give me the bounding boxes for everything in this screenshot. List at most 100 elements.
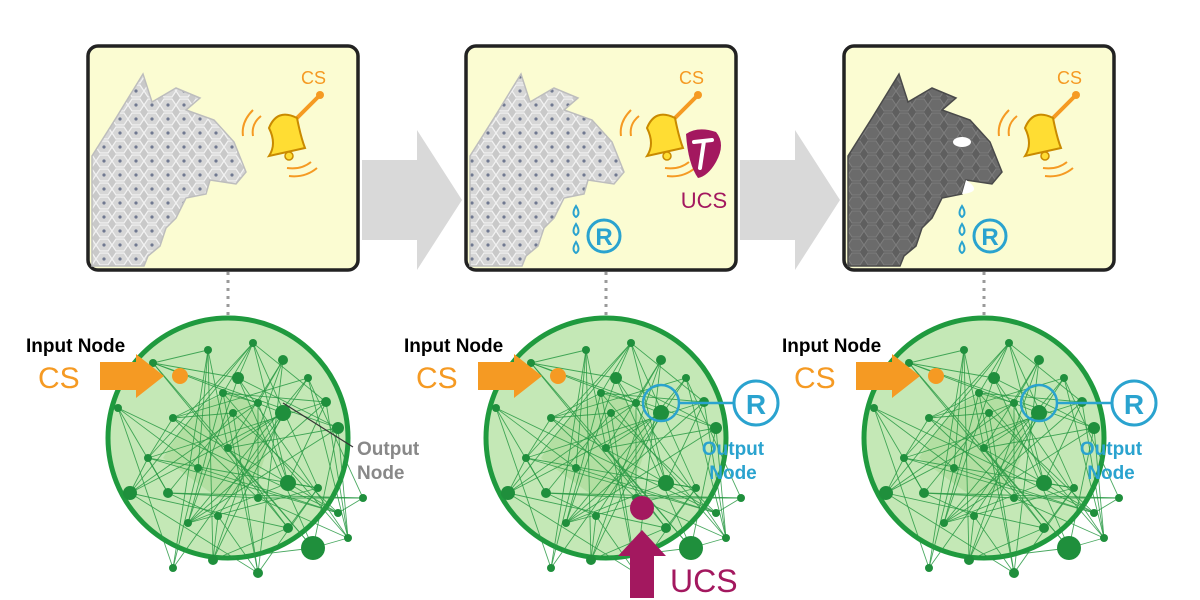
drool-drops-icon — [572, 204, 580, 255]
ucs-label: UCS — [681, 188, 727, 213]
network-node — [254, 494, 262, 502]
network-node — [722, 534, 730, 542]
network-node — [163, 488, 173, 498]
input-node — [172, 368, 188, 384]
network-node — [950, 464, 958, 472]
network-node — [988, 372, 1000, 384]
network-node — [208, 555, 218, 565]
network-node — [184, 519, 192, 527]
network-node — [169, 414, 177, 422]
network-node — [1070, 484, 1078, 492]
input-cs-label: CS — [416, 362, 458, 395]
network-node — [656, 355, 666, 365]
network-response-circle — [1110, 379, 1158, 427]
network-links — [873, 342, 1120, 574]
conditioned-dog-icon — [847, 72, 1003, 267]
network-node — [925, 564, 933, 572]
response-circle — [586, 218, 622, 254]
network-node — [344, 534, 352, 542]
network-node — [169, 564, 177, 572]
network-response-label: R — [1124, 389, 1144, 420]
network-node — [710, 422, 722, 434]
network-node — [123, 486, 137, 500]
network-node — [592, 512, 600, 520]
network-node — [204, 346, 212, 354]
network-node — [214, 512, 222, 520]
input-cs-label: CS — [794, 362, 836, 395]
network-node — [527, 359, 535, 367]
input-node-label: Input Node — [26, 336, 125, 357]
network-node — [960, 346, 968, 354]
network-node — [304, 374, 312, 382]
network-node — [501, 486, 515, 500]
ucs-input-node — [630, 496, 654, 520]
network-node — [602, 444, 610, 452]
output-pointer — [282, 402, 354, 448]
network-links — [495, 342, 742, 574]
network-node — [1115, 494, 1123, 502]
right-arrow-icon — [740, 130, 840, 270]
network-node — [278, 355, 288, 365]
network-node — [964, 555, 974, 565]
network-node — [632, 399, 640, 407]
network-node — [661, 523, 671, 533]
network-node — [1005, 339, 1013, 347]
network-node — [870, 404, 878, 412]
network-node — [541, 488, 551, 498]
network-node — [586, 555, 596, 565]
network-node — [1031, 405, 1047, 421]
bell-icon — [241, 91, 324, 178]
network-node — [232, 372, 244, 384]
drool-drops-icon — [958, 204, 966, 255]
network-node — [980, 444, 988, 452]
network-node — [254, 399, 262, 407]
network-node — [610, 372, 622, 384]
network-node — [1036, 475, 1052, 491]
network-node — [301, 536, 325, 560]
network-node — [970, 512, 978, 520]
response-label: R — [981, 224, 998, 251]
network-node — [253, 568, 263, 578]
network-node — [522, 454, 530, 462]
network-node — [712, 509, 720, 517]
network-node — [275, 405, 291, 421]
network-node — [144, 454, 152, 462]
network-node — [985, 409, 993, 417]
dog-mouth-icon — [962, 180, 975, 194]
network-node — [283, 523, 293, 533]
network-node — [194, 464, 202, 472]
network-node — [359, 494, 367, 502]
network-node — [653, 405, 669, 421]
network-node — [492, 404, 500, 412]
network-node — [229, 409, 237, 417]
network-node — [1034, 355, 1044, 365]
network-node — [314, 484, 322, 492]
network-node — [219, 389, 227, 397]
input-cs-label: CS — [38, 362, 80, 395]
response-circle — [972, 218, 1008, 254]
bottom-ucs-label: UCS — [670, 563, 738, 599]
network-node — [1100, 534, 1108, 542]
input-arrow-icon — [856, 354, 920, 398]
network-node — [682, 374, 690, 382]
steak-icon — [686, 129, 721, 178]
network-node — [900, 454, 908, 462]
bell-icon — [997, 91, 1080, 178]
input-arrow-icon — [478, 354, 542, 398]
network-node — [572, 464, 580, 472]
input-node-label: Input Node — [404, 336, 503, 357]
network-node — [547, 564, 555, 572]
input-arrow-icon — [100, 354, 164, 398]
cs-label: CS — [1057, 68, 1082, 88]
network-node — [224, 444, 232, 452]
network-node — [1060, 374, 1068, 382]
input-node — [550, 368, 566, 384]
network-node — [679, 536, 703, 560]
network-node — [627, 339, 635, 347]
